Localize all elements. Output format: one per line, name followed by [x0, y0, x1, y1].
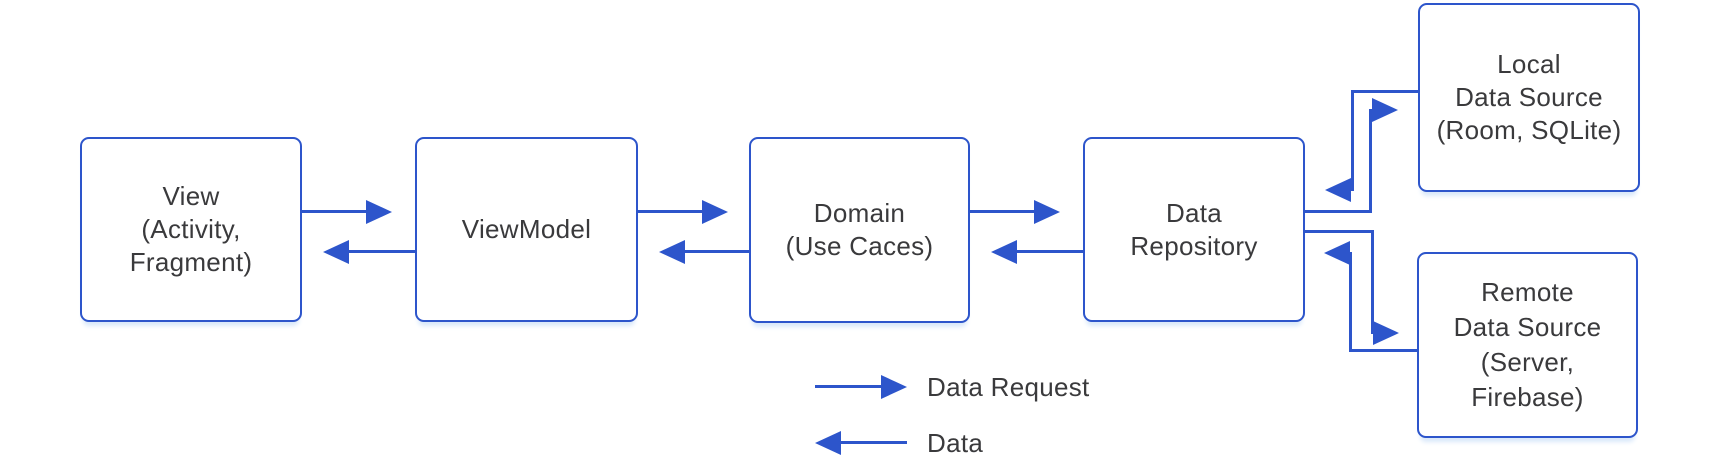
arrow-left-icon: [1325, 178, 1351, 202]
edge-line: [1305, 230, 1374, 233]
node-viewmodel: ViewModel: [415, 137, 638, 322]
arrow-right-icon: [702, 200, 728, 224]
arrow-right-icon: [1034, 200, 1060, 224]
edge-line: [302, 210, 366, 213]
edge-line: [1369, 109, 1372, 213]
node-remote-data-source-label: Remote Data Source (Server, Firebase): [1453, 277, 1602, 412]
edge-line: [1305, 210, 1372, 213]
node-viewmodel-label: ViewModel: [461, 214, 592, 244]
arrow-left-icon: [991, 240, 1017, 264]
legend-data-label: Data: [927, 428, 984, 458]
arrow-right-icon: [1373, 321, 1399, 345]
node-remote-data-source: Remote Data Source (Server, Firebase): [1417, 252, 1638, 438]
legend-request-line: [815, 385, 882, 388]
arrow-left-icon: [323, 240, 349, 264]
edge-line: [1351, 90, 1354, 191]
arrow-left-icon: [1324, 241, 1350, 265]
node-data-repository: Data Repository: [1083, 137, 1305, 322]
node-local-data-source-label: Local Data Source (Room, SQLite): [1436, 49, 1622, 145]
node-local-data-source: Local Data Source (Room, SQLite): [1418, 3, 1640, 192]
edge-line: [1017, 250, 1083, 253]
node-data-repository-label: Data Repository: [1130, 197, 1258, 261]
arrow-right-icon: [881, 375, 907, 399]
edge-line: [1349, 252, 1352, 352]
arrow-right-icon: [366, 200, 392, 224]
arrow-left-icon: [659, 240, 685, 264]
edge-line: [970, 210, 1034, 213]
edge-line: [1371, 230, 1374, 334]
node-domain: Domain (Use Caces): [749, 137, 970, 323]
edge-line: [638, 210, 702, 213]
legend-request-label: Data Request: [927, 372, 1090, 402]
node-view: View (Activity, Fragment): [80, 137, 302, 322]
node-domain-label: Domain (Use Caces): [785, 198, 934, 261]
arrow-left-icon: [815, 431, 841, 455]
edge-line: [349, 250, 415, 253]
edge-line: [685, 250, 749, 253]
node-view-label: View (Activity, Fragment): [129, 181, 253, 277]
legend-data-line: [840, 441, 907, 444]
edge-line: [1351, 349, 1417, 352]
arrow-right-icon: [1372, 98, 1398, 122]
edge-line: [1352, 90, 1418, 93]
